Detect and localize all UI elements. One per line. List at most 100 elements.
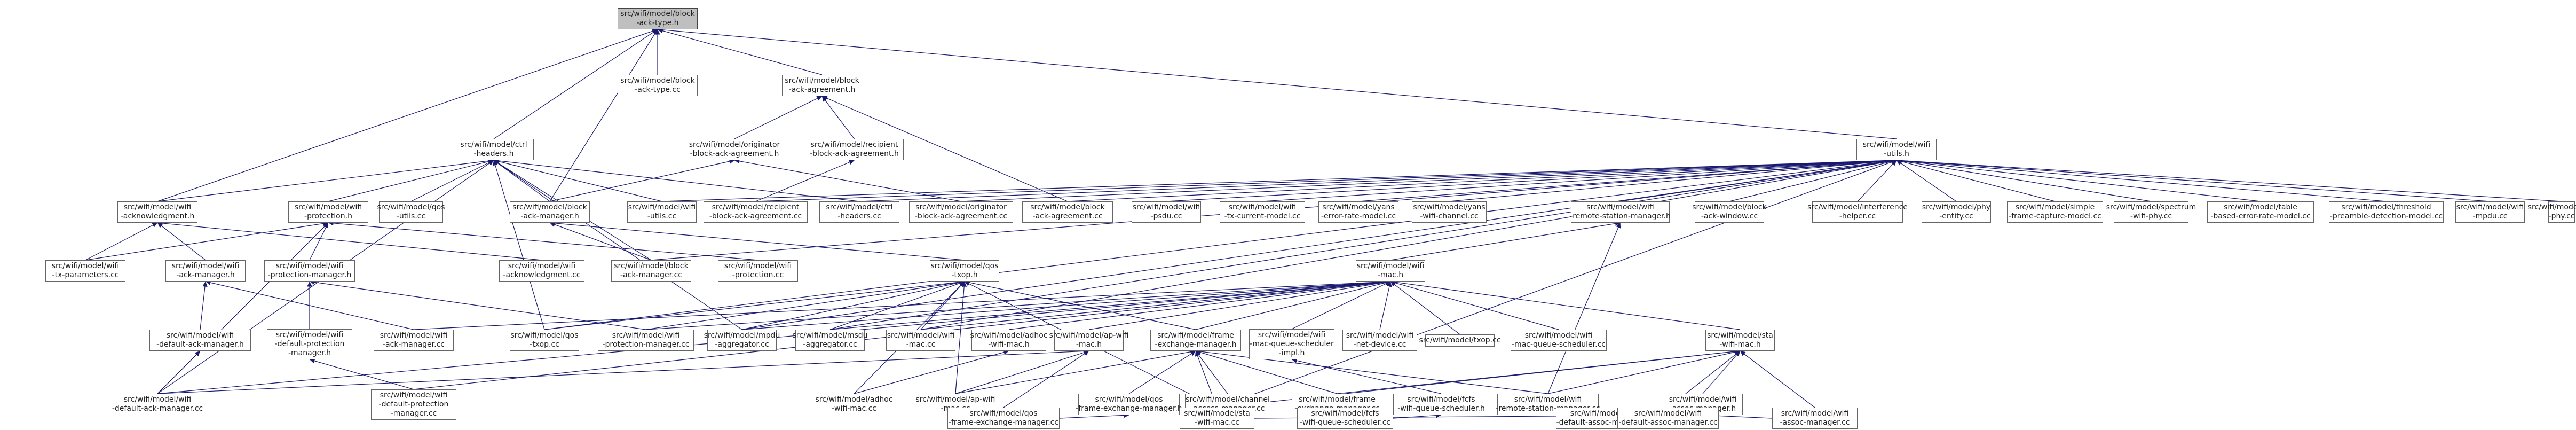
node-label-line: -wifi-phy.cc: [2130, 212, 2172, 221]
node-threshold-preamble-detection-model-cc[interactable]: src/wifi/model/threshold-preamble-detect…: [2329, 201, 2444, 223]
node-wifi-net-device-cc[interactable]: src/wifi/model/wifi-net-device.cc: [1342, 330, 1417, 351]
node-wifi-default-ack-manager-cc[interactable]: src/wifi/model/wifi-default-ack-manager.…: [107, 394, 208, 415]
edge-wifi-utils-h-to-block-ack-window-cc: [1729, 159, 1897, 202]
node-wifi-protection-manager-cc[interactable]: src/wifi/model/wifi-protection-manager.c…: [598, 330, 694, 351]
edge-block-ack-agreement-h-to-originator-bla-h: [734, 96, 823, 139]
node-yans-wifi-channel-cc[interactable]: src/wifi/model/yans-wifi-channel.cc: [1412, 201, 1487, 223]
node-qos-frame-exchange-manager-h[interactable]: src/wifi/model/qos-frame-exchange-manage…: [1076, 394, 1182, 415]
edge-wifi-mac-h-to-wifi-mac-queue-scheduler-impl-h: [1291, 281, 1391, 330]
node-ctrl-headers-h[interactable]: src/wifi/model/ctrl-headers.h: [454, 139, 534, 160]
node-label-line: -ack-type.cc: [635, 85, 681, 94]
node-wifi-utils-cc[interactable]: src/wifi/model/wifi-utils.cc: [627, 201, 697, 223]
node-wifi-remote-station-manager-h[interactable]: src/wifi/model/wifi-remote-station-manag…: [1570, 201, 1671, 223]
node-block-ack-manager-cc[interactable]: src/wifi/model/block-ack-manager.cc: [611, 260, 691, 282]
node-interference-helper-cc[interactable]: src/wifi/model/interference-helper.cc: [1807, 201, 1908, 223]
node-wifi-acknowledgment-cc[interactable]: src/wifi/model/wifi-acknowledgment.cc: [499, 260, 584, 282]
node-label-line: src/wifi/model/ap-wifi: [915, 395, 995, 404]
node-wifi-mac-h[interactable]: src/wifi/model/wifi-mac.h: [1356, 260, 1425, 282]
node-wifi-mac-queue-scheduler-impl-h[interactable]: src/wifi/model/wifi-mac-queue-scheduler-…: [1249, 329, 1334, 359]
node-ctrl-headers-cc[interactable]: src/wifi/model/ctrl-headers.cc: [819, 201, 899, 223]
node-wifi-phy-cc[interactable]: src/wifi/model/wifi-phy.cc: [2528, 201, 2576, 223]
edge-wifi-mac-h-to-adhoc-wifi-mac-h: [1008, 279, 1391, 330]
node-label-line: -mac-queue-scheduler: [1250, 340, 1334, 348]
node-originator-bla-cc[interactable]: src/wifi/model/originator-block-ack-agre…: [909, 201, 1013, 223]
node-label-line: src/wifi/model/block: [1692, 203, 1767, 212]
node-table-based-error-rate-model-cc[interactable]: src/wifi/model/table-based-error-rate-mo…: [2207, 201, 2314, 223]
node-block-ack-agreement-h[interactable]: src/wifi/model/block-ack-agreement.h: [782, 75, 862, 96]
node-adhoc-wifi-mac-cc[interactable]: src/wifi/model/adhoc-wifi-mac.cc: [816, 394, 892, 415]
node-label-line: src/wifi/model/fcfs: [1311, 409, 1379, 418]
node-fcfs-wifi-queue-scheduler-cc[interactable]: src/wifi/model/fcfs-wifi-queue-scheduler…: [1297, 408, 1393, 429]
node-wifi-protection-h[interactable]: src/wifi/model/wifi-protection.h: [288, 201, 368, 223]
node-block-ack-manager-h[interactable]: src/wifi/model/block-ack-manager.h: [510, 201, 590, 223]
node-label-line: src/wifi/model/originator: [689, 140, 780, 149]
node-wifi-tx-parameters-cc[interactable]: src/wifi/model/wifi-tx-parameters.cc: [45, 260, 125, 282]
node-qos-frame-exchange-manager-cc[interactable]: src/wifi/model/qos-frame-exchange-manage…: [947, 408, 1060, 429]
node-wifi-mac-cc[interactable]: src/wifi/model/wifi-mac.cc: [886, 330, 955, 351]
node-simple-frame-capture-model-cc[interactable]: src/wifi/model/simple-frame-capture-mode…: [2007, 201, 2103, 223]
node-wifi-ack-manager-h[interactable]: src/wifi/model/wifi-ack-manager.h: [165, 260, 246, 282]
node-label-line: -mpdu.cc: [2472, 212, 2508, 221]
node-wifi-assoc-manager-cc[interactable]: src/wifi/model/wifi-assoc-manager.cc: [1772, 408, 1858, 429]
edge-block-ack-type-h-to-wifi-utils-h: [657, 27, 1897, 139]
node-block-ack-agreement-cc[interactable]: src/wifi/model/block-ack-agreement.cc: [1022, 201, 1113, 223]
node-label-line: src/wifi/model/ctrl: [826, 203, 893, 212]
node-originator-bla-h[interactable]: src/wifi/model/originator-block-ack-agre…: [684, 139, 785, 160]
node-fcfs-wifi-queue-scheduler-h[interactable]: src/wifi/model/fcfs-wifi-queue-scheduler…: [1393, 394, 1489, 415]
node-label-line: src/wifi/model/recipient: [712, 203, 800, 212]
node-label-line: -mac.h: [1377, 271, 1404, 279]
node-label-line: src/wifi/model/wifi: [1514, 395, 1582, 404]
node-adhoc-wifi-mac-h[interactable]: src/wifi/model/adhoc-wifi-mac.h: [970, 330, 1047, 351]
node-txop-cc[interactable]: src/wifi/model/txop.cc: [1419, 334, 1501, 347]
node-recipient-bla-h[interactable]: src/wifi/model/recipient-block-ack-agree…: [805, 139, 904, 160]
node-sta-wifi-mac-h[interactable]: src/wifi/model/sta-wifi-mac.h: [1705, 330, 1775, 351]
node-wifi-tx-current-model-cc[interactable]: src/wifi/model/wifi-tx-current-model.cc: [1220, 201, 1305, 223]
node-label-line: src/wifi/model/sta: [1707, 331, 1773, 340]
edge-wifi-utils-h-to-interference-helper-cc: [1857, 160, 1897, 202]
node-qos-txop-h[interactable]: src/wifi/model/qos-txop.h: [930, 260, 999, 282]
node-block-ack-type-cc[interactable]: src/wifi/model/block-ack-type.cc: [618, 75, 698, 96]
node-wifi-protection-manager-h[interactable]: src/wifi/model/wifi-protection-manager.h: [264, 260, 355, 282]
edge-block-ack-type-h-to-wifi-acknowledgment-h: [157, 28, 658, 202]
node-wifi-default-assoc-manager-cc[interactable]: src/wifi/model/wifi-default-assoc-manage…: [1617, 408, 1719, 429]
node-label-line: src/wifi/model/channel: [1186, 395, 1270, 404]
node-label-line: -protection-manager.cc: [602, 340, 690, 349]
node-label-line: src/wifi/model/frame: [1157, 331, 1234, 340]
edge-qos-txop-h-to-wifi-protection-manager-cc: [645, 279, 965, 330]
node-ap-wifi-mac-h[interactable]: src/wifi/model/ap-wifi-mac.h: [1049, 330, 1129, 351]
node-label-line: -default-protection: [378, 400, 449, 409]
node-label-line: src/wifi/model/qos: [377, 203, 445, 212]
node-frame-exchange-manager-h[interactable]: src/wifi/model/frame-exchange-manager.h: [1150, 330, 1241, 351]
node-wifi-mpdu-cc[interactable]: src/wifi/model/wifi-mpdu.cc: [2455, 201, 2525, 223]
node-label-line: -wifi-queue-scheduler.cc: [1299, 418, 1391, 427]
node-wifi-psdu-cc[interactable]: src/wifi/model/wifi-psdu.cc: [1132, 201, 1201, 223]
edge-wifi-protection-h-to-wifi-tx-parameters-cc: [85, 221, 329, 261]
node-phy-entity-cc[interactable]: src/wifi/model/phy-entity.cc: [1922, 201, 1991, 223]
node-yans-error-rate-model-cc[interactable]: src/wifi/model/yans-error-rate-model.cc: [1318, 201, 1398, 223]
node-sta-wifi-mac-cc[interactable]: src/wifi/model/sta-wifi-mac.cc: [1180, 408, 1254, 429]
node-label-line: -impl.h: [1278, 349, 1305, 357]
edge-wifi-utils-h-to-wifi-mac-cc: [920, 158, 1897, 330]
node-qos-utils-cc[interactable]: src/wifi/model/qos-utils.cc: [377, 201, 445, 223]
node-wifi-default-ack-manager-h[interactable]: src/wifi/model/wifi-default-ack-manager.…: [149, 330, 251, 351]
node-recipient-bla-cc[interactable]: src/wifi/model/recipient-block-ack-agree…: [704, 201, 808, 223]
node-label-line: -mac.h: [1076, 340, 1102, 349]
node-wifi-mac-queue-scheduler-cc[interactable]: src/wifi/model/wifi-mac-queue-scheduler.…: [1511, 330, 1607, 351]
node-label-line: src/wifi/model/wifi: [1781, 409, 1849, 418]
node-qos-txop-cc[interactable]: src/wifi/model/qos-txop.cc: [510, 330, 579, 351]
node-spectrum-wifi-phy-cc[interactable]: src/wifi/model/spectrum-wifi-phy.cc: [2106, 201, 2196, 223]
node-wifi-default-protection-manager-cc[interactable]: src/wifi/model/wifi-default-protection-m…: [371, 389, 456, 420]
edge-wifi-utils-h-to-mpdu-aggregator-cc: [741, 158, 1897, 330]
node-msdu-aggregator-cc[interactable]: src/wifi/model/msdu-aggregator.cc: [792, 330, 868, 351]
node-wifi-ack-manager-cc[interactable]: src/wifi/model/wifi-ack-manager.cc: [374, 330, 454, 351]
node-label-line: src/wifi/model/simple: [2015, 203, 2095, 212]
node-wifi-utils-h[interactable]: src/wifi/model/wifi-utils.h: [1856, 139, 1937, 160]
edge-wifi-default-protection-manager-h-to-wifi-default-protection-manager-cc: [309, 358, 414, 390]
node-wifi-acknowledgment-h[interactable]: src/wifi/model/wifi-acknowledgment.h: [117, 201, 197, 223]
node-wifi-protection-cc[interactable]: src/wifi/model/wifi-protection.cc: [718, 260, 798, 282]
edge-wifi-mac-queue-scheduler-impl-h-to-fcfs-wifi-queue-scheduler-h: [1291, 358, 1442, 394]
node-wifi-default-protection-manager-h[interactable]: src/wifi/model/wifi-default-protection-m…: [267, 329, 352, 359]
node-mpdu-aggregator-cc[interactable]: src/wifi/model/mpdu-aggregator.cc: [704, 330, 780, 351]
node-block-ack-window-cc[interactable]: src/wifi/model/block-ack-window.cc: [1692, 201, 1767, 223]
node-label-line: src/wifi/model/block: [614, 262, 689, 270]
